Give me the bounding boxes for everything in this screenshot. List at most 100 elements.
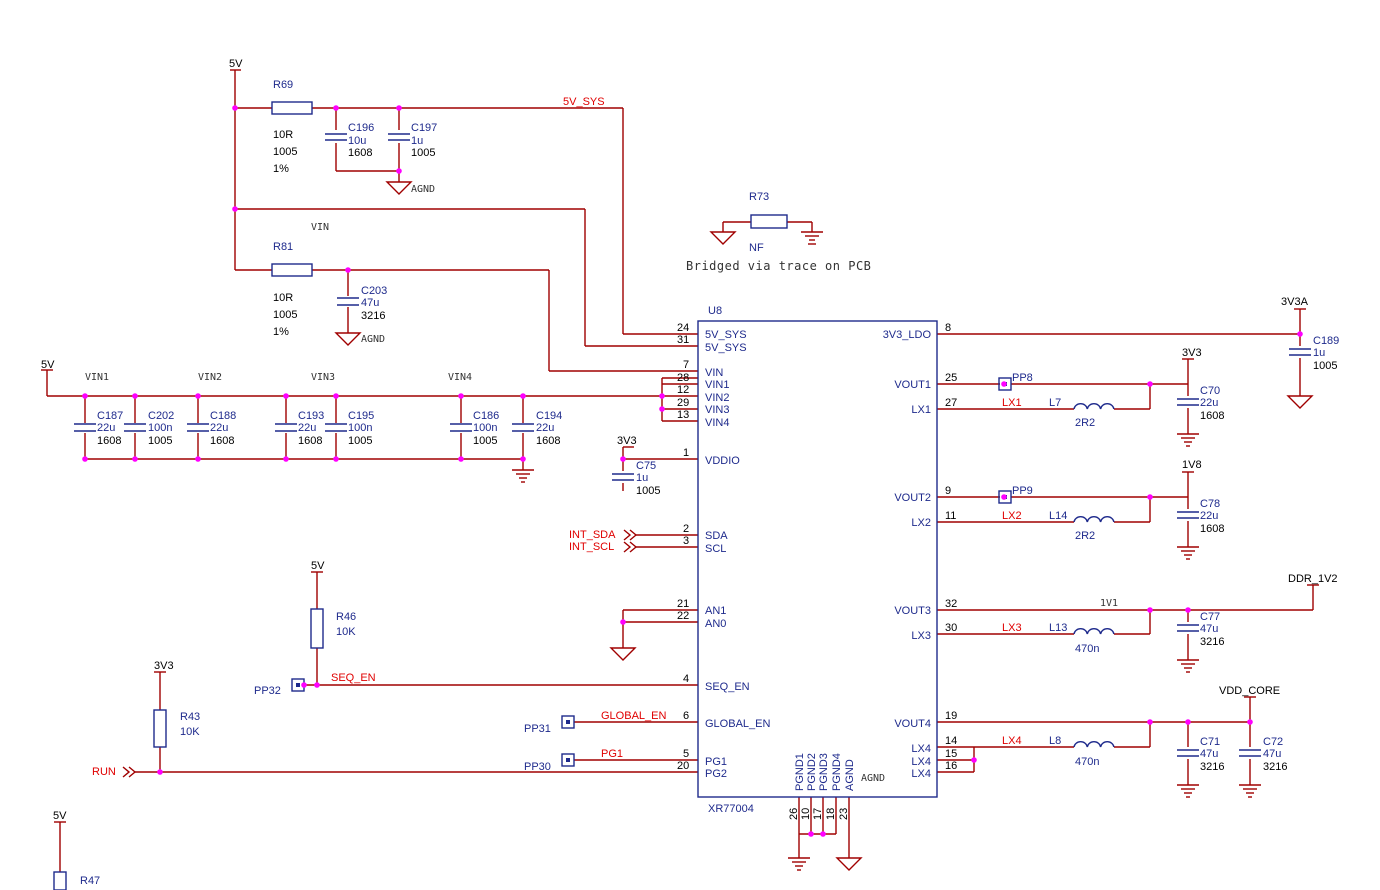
c70-package: 1608 <box>1200 410 1224 422</box>
pin-num: 4 <box>683 673 689 685</box>
vin-capacitor-bank <box>74 396 534 459</box>
pin-name: VOUT4 <box>894 718 931 730</box>
u8-ic-body <box>697 320 938 798</box>
net-vin4: VIN4 <box>448 372 472 383</box>
pp32-label: PP32 <box>254 685 281 697</box>
pin-num: 25 <box>945 372 957 384</box>
pin-name: PGND2 <box>806 753 818 791</box>
pin-name: VDDIO <box>705 455 740 467</box>
pin-num: 5 <box>683 748 689 760</box>
pin-num: 10 <box>800 808 812 820</box>
pin-name: 5V_SYS <box>705 342 747 354</box>
net-5v-seq: 5V <box>311 560 325 572</box>
net-3v3-run: 3V3 <box>154 660 174 672</box>
pin-num: 26 <box>788 808 800 820</box>
c203-ref: C203 <box>361 285 387 297</box>
c70-value: 22u <box>1200 397 1218 409</box>
c77-ref: C77 <box>1200 611 1220 623</box>
pp9-label: PP9 <box>1012 485 1033 497</box>
pin-num: 21 <box>677 598 689 610</box>
c196-ref: C196 <box>348 122 374 134</box>
c75-ref: C75 <box>636 460 656 472</box>
pin-name: AGND <box>844 759 856 791</box>
c75-package: 1005 <box>636 485 660 497</box>
r43-ref: R43 <box>180 711 200 723</box>
pin-num: 9 <box>945 485 951 497</box>
c71-package: 3216 <box>1200 761 1224 773</box>
c186-package: 1005 <box>473 435 497 447</box>
r69-tolerance: 1% <box>273 163 289 175</box>
c189-value: 1u <box>1313 347 1325 359</box>
r46-value: 10K <box>336 626 356 638</box>
port-arrows <box>122 529 638 778</box>
c72-ref: C72 <box>1263 736 1283 748</box>
c194-ref: C194 <box>536 410 562 422</box>
pin-num: 14 <box>945 735 957 747</box>
r81-value: 10R <box>273 292 293 304</box>
c195-ref: C195 <box>348 410 374 422</box>
c195-value: 100n <box>348 422 372 434</box>
r46-ref: R46 <box>336 611 356 623</box>
pin-name: SEQ_EN <box>705 681 750 693</box>
net-agnd-1: AGND <box>411 184 435 195</box>
net-5v-left: 5V <box>41 359 55 371</box>
r73-ref: R73 <box>749 191 769 203</box>
c72-value: 47u <box>1263 748 1281 760</box>
net-out-3v3: 3V3 <box>1182 347 1202 359</box>
wires <box>41 69 1319 872</box>
pin-name: LX4 <box>911 768 931 780</box>
pin-num: 7 <box>683 359 689 371</box>
pin-num: 6 <box>683 710 689 722</box>
pin-name: VOUT3 <box>894 605 931 617</box>
c194-value: 22u <box>536 422 554 434</box>
pin-num: 20 <box>677 760 689 772</box>
net-vin3: VIN3 <box>311 372 335 383</box>
pin-name: SDA <box>705 530 728 542</box>
c77-value: 47u <box>1200 623 1218 635</box>
c197-package: 1005 <box>411 147 435 159</box>
net-lx3: LX3 <box>1002 622 1022 634</box>
r43-value: 10K <box>180 726 200 738</box>
c193-package: 1608 <box>298 435 322 447</box>
inductor-coils <box>1073 403 1115 748</box>
pin-name: 5V_SYS <box>705 329 747 341</box>
pin-name: AN1 <box>705 605 726 617</box>
u8-part: XR77004 <box>708 803 754 815</box>
pin-num: 23 <box>838 808 850 820</box>
l7-ref: L7 <box>1049 397 1061 409</box>
net-3v3a: 3V3A <box>1281 296 1309 308</box>
pin-num: 27 <box>945 397 957 409</box>
net-seq-en: SEQ_EN <box>331 672 376 684</box>
c193-value: 22u <box>298 422 316 434</box>
c186-value: 100n <box>473 422 497 434</box>
c71-ref: C71 <box>1200 736 1220 748</box>
net-out-ddr: DDR_1V2 <box>1288 573 1338 585</box>
c71-value: 47u <box>1200 748 1218 760</box>
pin-name: VOUT1 <box>894 379 931 391</box>
net-out-1v8: 1V8 <box>1182 459 1202 471</box>
r81-package: 1005 <box>273 309 297 321</box>
pin-num: 19 <box>945 710 957 722</box>
pin-name: LX2 <box>911 517 931 529</box>
net-lx4: LX4 <box>1002 735 1022 747</box>
capacitor-labels: C196 10u 1608 C197 1u 1005 C203 47u 3216… <box>97 122 1339 773</box>
pin-name: PGND1 <box>794 753 806 791</box>
net-pg1: PG1 <box>601 748 623 760</box>
c75-value: 1u <box>636 472 648 484</box>
c188-value: 22u <box>210 422 228 434</box>
u8-ref: U8 <box>708 305 722 317</box>
pin-num: 24 <box>677 322 689 334</box>
resistor-bodies <box>53 101 788 890</box>
ground-symbols <box>334 181 1314 871</box>
l8-ref: L8 <box>1049 735 1061 747</box>
pin-name: SCL <box>705 543 726 555</box>
pin-num: 11 <box>945 510 956 522</box>
pin-num: 29 <box>677 397 689 409</box>
net-agnd-2: AGND <box>361 334 385 345</box>
l13-value: 470n <box>1075 643 1099 655</box>
c187-value: 22u <box>97 422 115 434</box>
pp8-label: PP8 <box>1012 372 1033 384</box>
c203-package: 3216 <box>361 310 385 322</box>
r69-value: 10R <box>273 129 293 141</box>
